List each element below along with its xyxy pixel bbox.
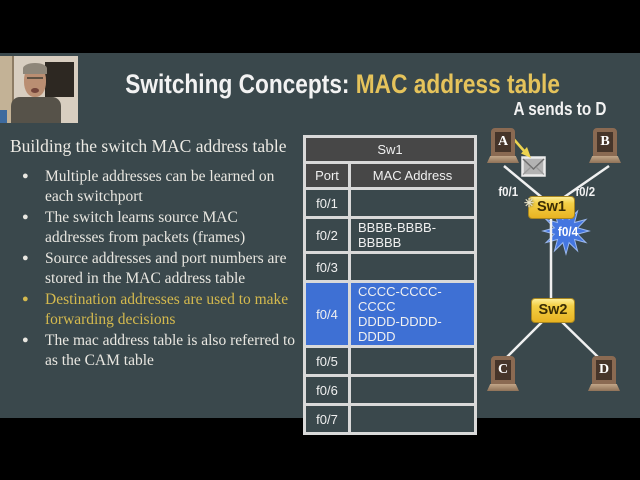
host-d: D [588,356,620,391]
laptop-base [589,156,621,163]
mac-address-table: Sw1 Port MAC Address f0/1 f0/2 BBBB-BBBB… [303,135,477,435]
port-cell: f0/6 [303,374,351,406]
laptop-icon: D [592,356,616,384]
laptop-base [588,384,620,391]
mac-cell: CCCC-CCCC-CCCC DDDD-DDDD-DDDD [348,280,477,348]
envelope-icon [521,156,546,177]
presenter-hair [23,63,47,74]
bullet-text: Destination addresses are used to make f… [45,291,289,328]
bullet-icon: ● [22,293,29,305]
port-cell: f0/5 [303,345,351,377]
presenter-mouth [31,88,39,93]
table-row: f0/1 [303,187,477,219]
switch-sw1: ✳ Sw1 [524,196,575,219]
bullet-item: ● Multiple addresses can be learned on e… [8,167,300,206]
port-cell: f0/7 [303,403,351,435]
bullet-icon: ● [22,252,29,264]
table-row: Sw1 [303,135,477,164]
bullet-icon: ● [22,211,29,223]
port-label-f0-2: f0/2 [575,184,596,199]
host-a: A [487,128,519,163]
presenter-body [11,97,61,123]
page-title: Switching Concepts: MAC address table [125,69,560,100]
table-row-highlighted: f0/4 CCCC-CCCC-CCCC DDDD-DDDD-DDDD [303,280,477,348]
table-row: f0/7 [303,403,477,435]
column-header-mac: MAC Address [348,161,477,190]
content-heading: Building the switch MAC address table [10,136,287,156]
bullet-text: The mac address table is also referred t… [45,332,296,369]
table-row: f0/6 [303,374,477,406]
table-row: f0/3 [303,251,477,283]
mac-cell [348,345,477,377]
laptop-base [487,156,519,163]
bullet-text: Multiple addresses can be learned on eac… [45,168,275,205]
host-b: B [589,128,621,163]
webcam-door-frame [0,56,14,123]
link-line [505,319,545,359]
slide-background: Switching Concepts: MAC address table Bu… [0,53,640,435]
bullet-list: ● Multiple addresses can be learned on e… [8,167,300,372]
port-label-f0-4: f0/4 [557,224,579,239]
table-row: f0/5 [303,345,477,377]
port-cell: f0/3 [303,251,351,283]
title-prefix: Switching Concepts: [125,69,356,99]
mac-cell [348,251,477,283]
webcam-picture-frame [45,62,74,97]
bullet-item: ● The mac address table is also referred… [8,331,300,370]
switch-label: Sw1 [536,199,566,215]
switch-label: Sw2 [538,302,568,318]
bullet-text: Source addresses and port numbers are st… [45,250,287,287]
bullet-item-emphasis: ● Destination addresses are used to make… [8,290,300,329]
port-cell: f0/1 [303,187,351,219]
link-line [559,319,600,359]
bullet-text: The switch learns source MAC addresses f… [45,209,246,246]
title-highlight: MAC address table [355,69,560,99]
port-cell: f0/2 [303,216,351,254]
bullet-icon: ● [22,334,29,346]
mac-cell [348,403,477,435]
mac-cell: BBBB-BBBB-BBBBB [348,216,477,254]
laptop-base [487,384,519,391]
host-c: C [487,356,519,391]
switch-sw2: Sw2 [531,298,575,323]
diagram-caption: A sends to D [513,99,607,119]
port-cell: f0/4 [303,280,351,348]
mac-cell [348,187,477,219]
laptop-icon: C [491,356,515,384]
sparkle-icon: ✳ [524,196,535,210]
table-row: f0/2 BBBB-BBBB-BBBBB [303,216,477,254]
column-header-port: Port [303,161,351,190]
bullet-item: ● The switch learns source MAC addresses… [8,208,300,247]
table-row: Port MAC Address [303,161,477,190]
bullet-icon: ● [22,170,29,182]
presenter-glasses [27,77,43,83]
laptop-icon: A [491,128,515,156]
bullet-item: ● Source addresses and port numbers are … [8,249,300,288]
mac-cell [348,374,477,406]
table-title: Sw1 [303,135,477,164]
webcam-blue-object [0,110,7,123]
port-label-f0-1: f0/1 [498,184,519,199]
webcam-overlay [0,56,78,123]
laptop-icon: B [593,128,617,156]
